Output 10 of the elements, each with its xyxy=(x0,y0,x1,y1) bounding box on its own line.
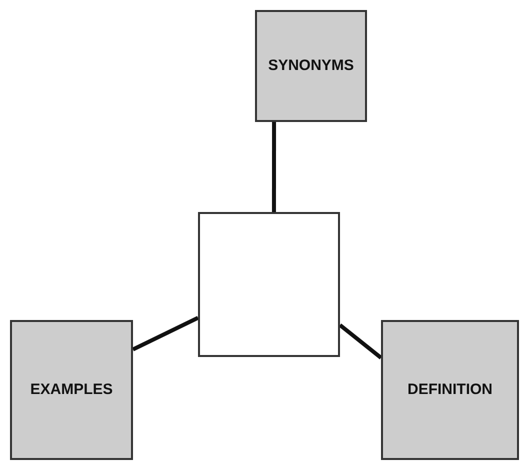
box-label: EXAMPLES xyxy=(30,380,113,400)
connector-line xyxy=(272,122,276,212)
connector-line xyxy=(338,324,382,360)
concept-box xyxy=(381,320,519,460)
concept-box xyxy=(255,10,367,122)
connector-line xyxy=(132,316,199,352)
concept-box xyxy=(10,320,133,460)
box-label: SYNONYMS xyxy=(268,56,354,76)
empty-box xyxy=(198,212,340,357)
box-label: DEFINITION xyxy=(408,380,492,400)
